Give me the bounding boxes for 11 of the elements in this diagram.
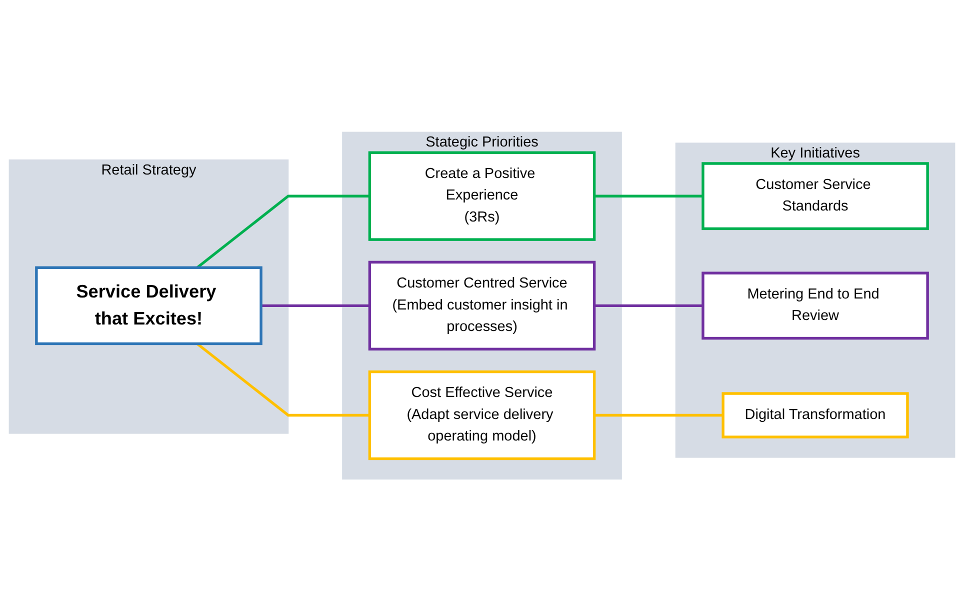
connector — [594, 195, 703, 198]
node-box: Customer Service Standards — [702, 162, 929, 230]
connector — [594, 304, 703, 308]
node-box: Digital Transformation — [722, 392, 909, 439]
node-box: Cost Effective Service (Adapt service delivery operating model) — [368, 370, 596, 460]
node-box: Metering End to End Review — [702, 272, 929, 340]
node-box: Customer Centred Service (Embed customer insight in processes) — [368, 261, 596, 351]
node-box: Service Delivery that Excites! — [35, 266, 262, 346]
connector — [261, 304, 370, 308]
node-box: Create a Positive Experience (3Rs) — [368, 152, 596, 242]
connector — [594, 414, 724, 417]
